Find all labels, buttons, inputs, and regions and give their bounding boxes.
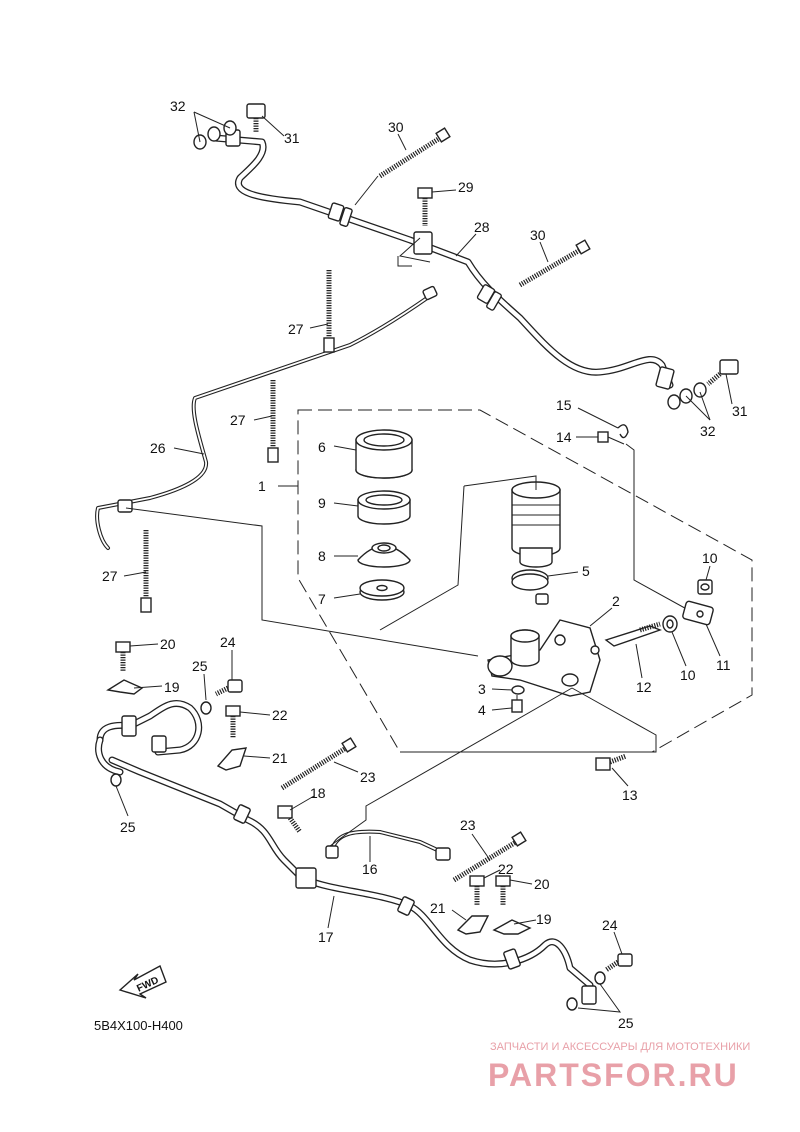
callout-30-lower: 30 (530, 227, 546, 243)
bolt-18 (277, 805, 303, 834)
bleeder-4 (511, 695, 523, 713)
callout-25-lower-left: 25 (120, 819, 136, 835)
float-7 (359, 579, 405, 601)
callout-23-lower: 23 (460, 817, 476, 833)
callout-9: 9 (318, 495, 326, 511)
callout-5: 5 (582, 563, 590, 579)
watermark-tagline: ЗАПЧАСТИ И АКСЕССУАРЫ ДЛЯ МОТОТЕХНИКИ (490, 1041, 750, 1053)
callout-32-right: 32 (700, 423, 716, 439)
callout-24-right: 24 (602, 917, 618, 933)
washer-25-right-b (566, 997, 578, 1011)
hose-clamp-5 (511, 569, 549, 591)
bolt-27-top (323, 270, 335, 353)
bolt-27-lower (140, 530, 152, 613)
diaphragm-plate-9 (357, 490, 411, 525)
callout-29: 29 (458, 179, 474, 195)
callout-25-right: 25 (618, 1015, 634, 1031)
push-rod-12 (604, 621, 662, 647)
callout-27-top: 27 (288, 321, 304, 337)
fwd-arrow-icon: FWD (118, 965, 167, 999)
callout-12: 12 (636, 679, 652, 695)
callout-6: 6 (318, 439, 326, 455)
callout-31-upper: 31 (284, 130, 300, 146)
callout-22-right: 22 (498, 861, 514, 877)
callout-11: 11 (716, 657, 731, 673)
callout-31-right: 31 (732, 403, 748, 419)
bolt-13 (400, 687, 657, 771)
washer-3 (511, 685, 525, 695)
left-brake-hose (95, 700, 203, 776)
washer-25-left (200, 701, 212, 715)
callout-7: 7 (318, 591, 326, 607)
callout-13: 13 (622, 787, 638, 803)
bolt-20-right (495, 875, 511, 906)
callout-3: 3 (478, 681, 486, 697)
callout-25-upper-left: 25 (192, 658, 208, 674)
bolt-22-right (469, 875, 485, 906)
callout-30-upper: 30 (388, 119, 404, 135)
nut-10-lower (662, 615, 678, 633)
callout-1: 1 (258, 478, 266, 494)
bolt-29 (417, 187, 433, 226)
clamp-19-right (492, 919, 532, 935)
callout-10-upper: 10 (702, 550, 718, 566)
diagram-code: 5B4X100-H400 (94, 1018, 183, 1033)
bolt-20-left (115, 641, 131, 672)
clevis-11 (682, 600, 714, 626)
bolt-24-left (214, 679, 243, 697)
diaphragm-8 (357, 542, 411, 568)
assembly-boundary (297, 409, 753, 753)
callout-15: 15 (556, 397, 572, 413)
callout-22-left: 22 (272, 707, 288, 723)
washer-25-right-a (594, 971, 606, 985)
callout-10-lower: 10 (680, 667, 696, 683)
callout-21-left: 21 (272, 750, 288, 766)
callout-2: 2 (612, 593, 620, 609)
washer-25-lower-left (110, 773, 122, 787)
watermark: ЗАПЧАСТИ И АКСЕССУАРЫ ДЛЯ МОТОТЕХНИКИ PA… (488, 1041, 750, 1093)
callout-19-right: 19 (536, 911, 552, 927)
clamp-19-left (106, 679, 144, 695)
bolt-22-left (225, 705, 241, 738)
callout-27-lower: 27 (102, 568, 118, 584)
callout-28: 28 (474, 219, 490, 235)
master-cylinder-2 (487, 593, 601, 697)
callout-20-right: 20 (534, 876, 550, 892)
brake-pipe-26 (95, 285, 438, 550)
callout-14: 14 (556, 429, 572, 445)
callout-24-left: 24 (220, 634, 236, 650)
bolt-27-middle (267, 380, 279, 463)
cable-tie-23-lower (452, 831, 527, 883)
lower-brake-hose (108, 756, 594, 989)
callout-21-right: 21 (430, 900, 446, 916)
callout-19-left: 19 (164, 679, 180, 695)
callout-8: 8 (318, 548, 326, 564)
clamp-21-right (456, 915, 490, 935)
callout-4: 4 (478, 702, 486, 718)
brake-pipe-16 (325, 829, 451, 861)
reservoir-body (511, 481, 561, 568)
clamp-21-left (216, 747, 248, 771)
callout-17: 17 (318, 929, 334, 945)
cable-tie-30-lower (518, 239, 591, 288)
reservoir-cap-6 (355, 429, 413, 479)
bolt-24-right (604, 953, 633, 973)
cable-tie-30-upper (354, 127, 451, 206)
cable-tie-23-upper (280, 737, 357, 791)
callout-20-left: 20 (160, 636, 176, 652)
nut-10-upper (697, 579, 713, 595)
banjo-bolt-31-right (667, 359, 739, 410)
callout-23-upper: 23 (360, 769, 376, 785)
upper-brake-hose (211, 129, 675, 390)
callouts: 1 2 3 4 5 6 7 8 9 10 10 11 12 13 14 15 1 (102, 98, 748, 1031)
clip-15 (617, 424, 629, 439)
callout-26: 26 (150, 440, 166, 456)
callout-16: 16 (362, 861, 378, 877)
callout-27-middle: 27 (230, 412, 246, 428)
callout-18: 18 (310, 785, 326, 801)
watermark-brand: PARTSFOR.RU (488, 1057, 739, 1093)
callout-32-upper: 32 (170, 98, 186, 114)
